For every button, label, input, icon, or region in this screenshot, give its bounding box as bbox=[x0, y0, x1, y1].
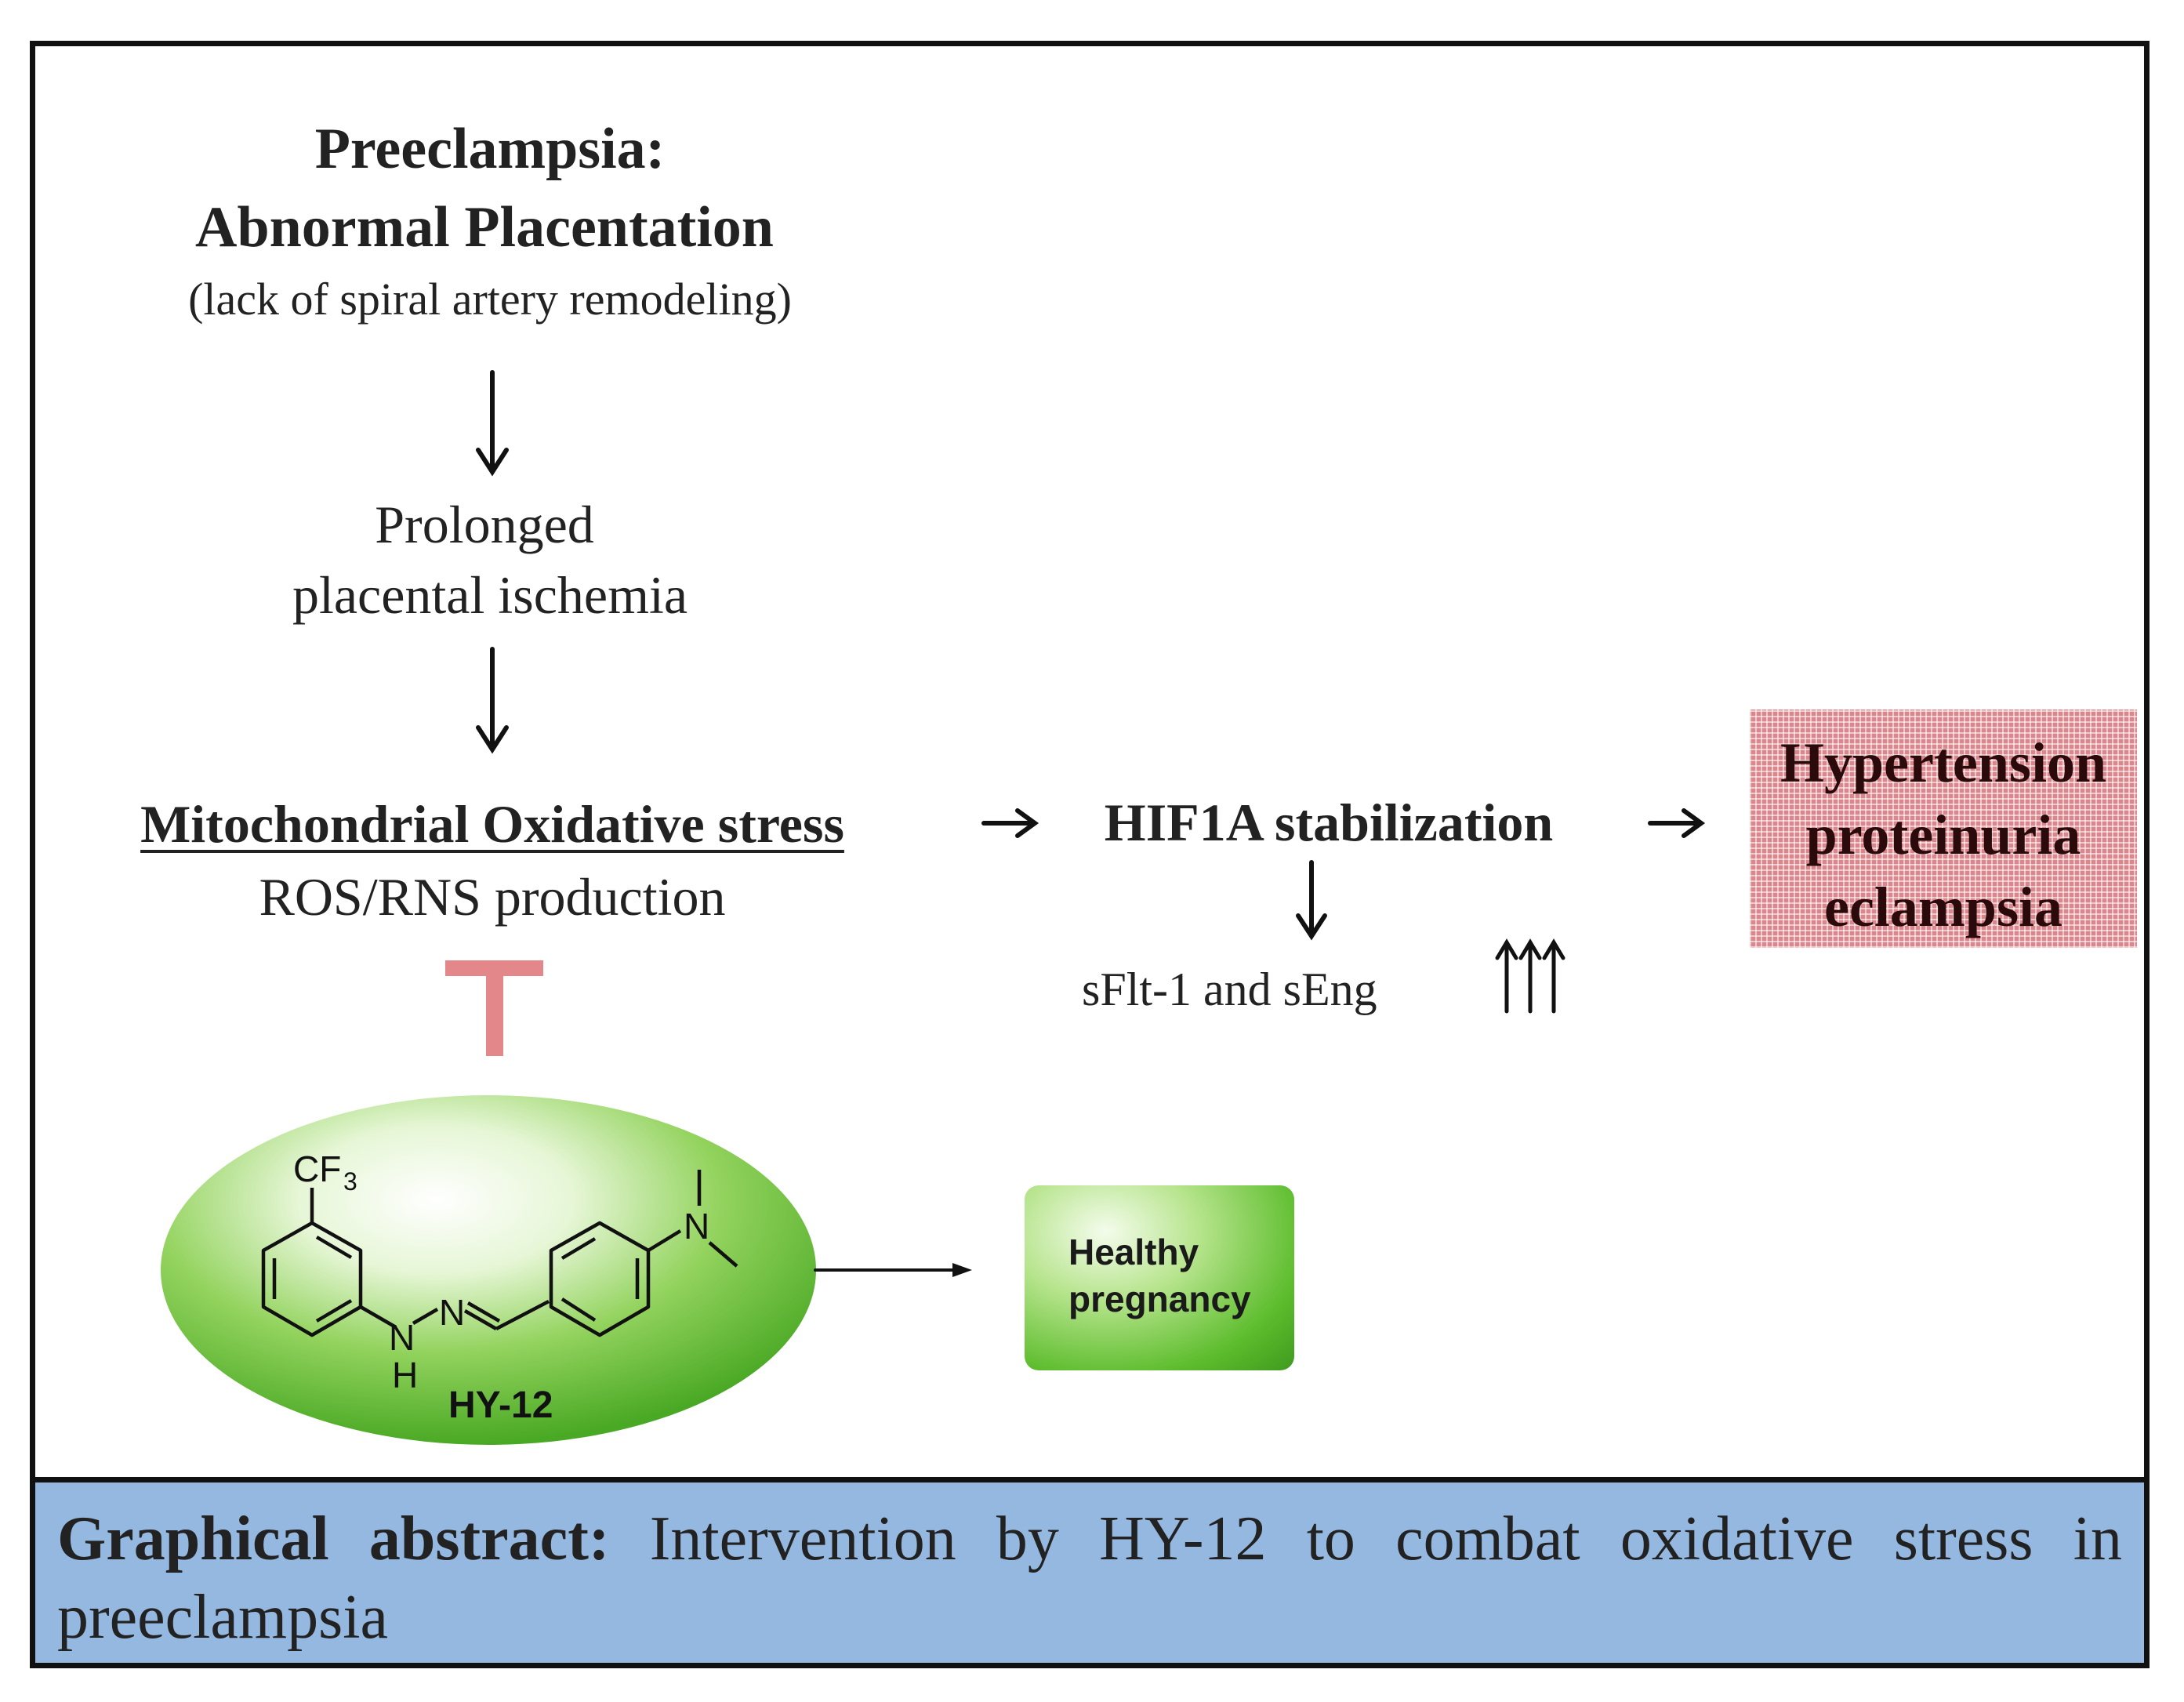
cf3-label: CF bbox=[293, 1149, 341, 1189]
ischemia-line2: placental ischemia bbox=[292, 565, 688, 625]
preeclampsia-title: Preeclampsia: bbox=[314, 117, 666, 181]
healthy-pregnancy-box: Healthy pregnancy bbox=[1025, 1185, 1294, 1370]
sflt-seng-node: sFlt-1 and sEng bbox=[1082, 963, 1377, 1015]
outcome-box: Hypertension proteinuria eclampsia bbox=[1750, 709, 2137, 948]
outcome-line2: proteinuria bbox=[1805, 804, 2081, 866]
caption-text: Intervention by HY-12 to combat oxidativ… bbox=[57, 1504, 2123, 1652]
hif1a-node: HIF1A stabilization bbox=[1104, 793, 1554, 852]
arrow-ischemia-to-oxidative bbox=[476, 647, 509, 754]
outcome-line1: Hypertension bbox=[1779, 731, 2106, 794]
hydrazone-n-label: N bbox=[439, 1292, 465, 1333]
ischemia-line1: Prolonged bbox=[375, 495, 594, 554]
arrow-oxidative-to-hif1a bbox=[981, 808, 1039, 838]
arrow-placentation-to-ischemia bbox=[476, 370, 509, 477]
dimethylamino-n-label: N bbox=[684, 1206, 709, 1247]
spiral-artery-note: (lack of spiral artery remodeling) bbox=[188, 274, 792, 325]
healthy-line1: Healthy bbox=[1068, 1232, 1199, 1272]
ros-rns-node: ROS/RNS production bbox=[259, 867, 726, 927]
arrow-compound-to-healthy bbox=[814, 1263, 972, 1277]
outcome-line3: eclampsia bbox=[1824, 876, 2062, 938]
inhibition-bar-icon bbox=[445, 960, 543, 1056]
caption-band: Graphical abstract: Intervention by HY-1… bbox=[30, 1477, 2150, 1668]
arrow-hif1a-to-outcome bbox=[1648, 808, 1706, 838]
abnormal-placentation-title: Abnormal Placentation bbox=[195, 195, 774, 259]
compound-name: HY-12 bbox=[448, 1384, 553, 1426]
triple-up-arrows-icon bbox=[1495, 938, 1565, 1014]
cf3-subscript: 3 bbox=[343, 1167, 357, 1196]
compound-ellipse bbox=[161, 1095, 816, 1445]
oxidative-stress-node: Mitochondrial Oxidative stress bbox=[140, 794, 844, 854]
nh-n-label: N bbox=[389, 1317, 415, 1358]
arrow-hif1a-to-sflt bbox=[1296, 860, 1327, 941]
healthy-line2: pregnancy bbox=[1068, 1279, 1251, 1319]
caption-label: Graphical abstract: bbox=[57, 1504, 610, 1573]
hy12-structure-icon bbox=[261, 1170, 738, 1337]
nh-h-label: H bbox=[392, 1355, 418, 1395]
